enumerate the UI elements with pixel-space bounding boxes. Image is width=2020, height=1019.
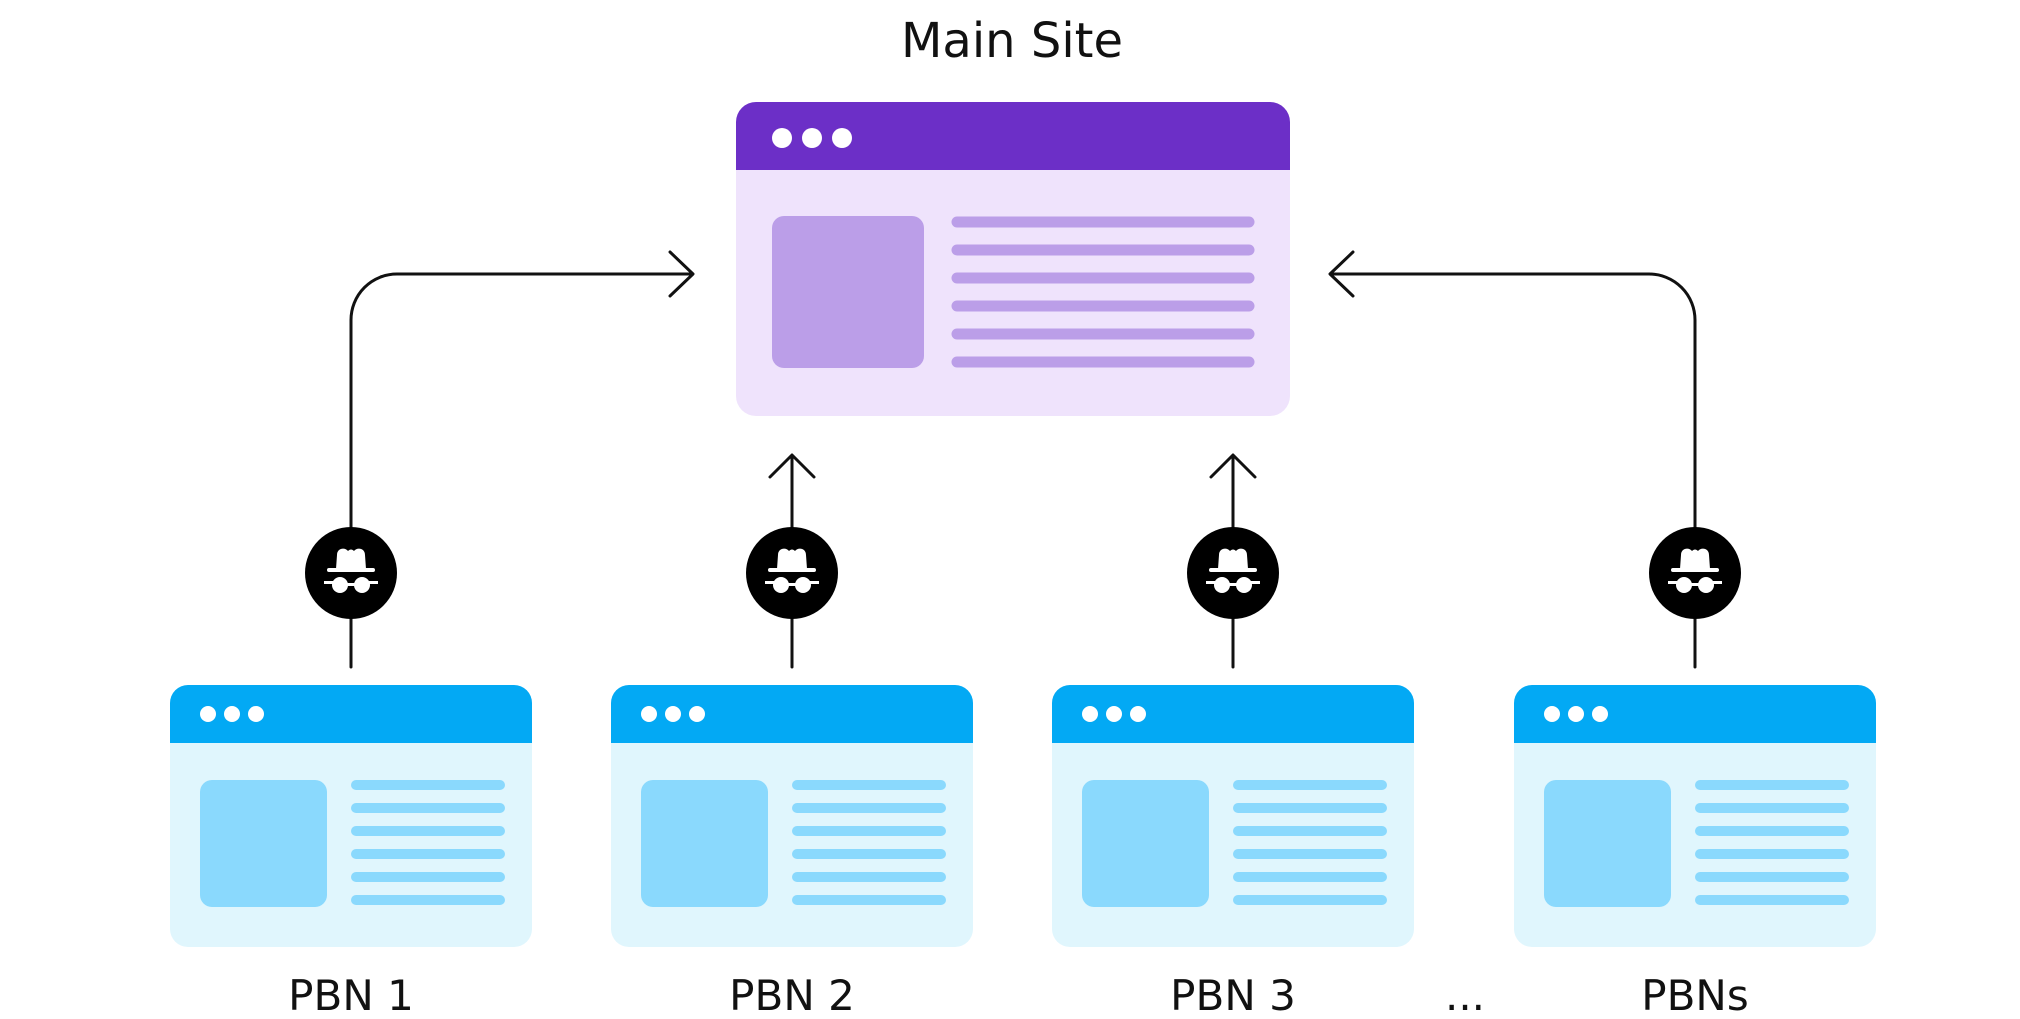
incognito-icon <box>746 527 838 619</box>
image-placeholder <box>1544 780 1671 907</box>
arrowhead-4 <box>1328 250 1355 298</box>
ellipsis: ... <box>1445 971 1485 1019</box>
main-site-window <box>736 102 1290 416</box>
text-lines <box>1695 780 1849 905</box>
pbn-header <box>611 685 973 743</box>
pbn-label: PBN 2 <box>729 971 855 1019</box>
arrowhead-1 <box>668 250 695 298</box>
image-placeholder <box>772 216 924 368</box>
pbn-label: PBN 1 <box>288 971 414 1019</box>
arrowhead-3 <box>1209 453 1257 479</box>
pbn-header <box>1052 685 1414 743</box>
window-controls <box>641 706 705 722</box>
main-site-title: Main Site <box>901 13 1123 69</box>
pbn-window-2 <box>611 685 973 947</box>
image-placeholder <box>200 780 327 907</box>
arrowhead-2 <box>768 453 816 479</box>
incognito-icon <box>1187 527 1279 619</box>
pbn-label: PBN 3 <box>1170 971 1296 1019</box>
window-controls <box>772 128 852 148</box>
pbn-label: PBNs <box>1641 971 1748 1019</box>
window-controls <box>1082 706 1146 722</box>
text-lines <box>951 216 1255 368</box>
image-placeholder <box>1082 780 1209 907</box>
image-placeholder <box>641 780 768 907</box>
pbn-header <box>170 685 532 743</box>
window-controls <box>200 706 264 722</box>
incognito-icon <box>1649 527 1741 619</box>
pbn-window-1 <box>170 685 532 947</box>
window-controls <box>1544 706 1608 722</box>
link-arrow-1 <box>349 272 692 669</box>
pbn-header <box>1514 685 1876 743</box>
main-site-header <box>736 102 1290 170</box>
text-lines <box>1233 780 1387 905</box>
incognito-icon <box>305 527 397 619</box>
text-lines <box>351 780 505 905</box>
text-lines <box>792 780 946 905</box>
link-arrow-4 <box>1331 272 1697 669</box>
pbn-window-3 <box>1052 685 1414 947</box>
pbn-window-4 <box>1514 685 1876 947</box>
